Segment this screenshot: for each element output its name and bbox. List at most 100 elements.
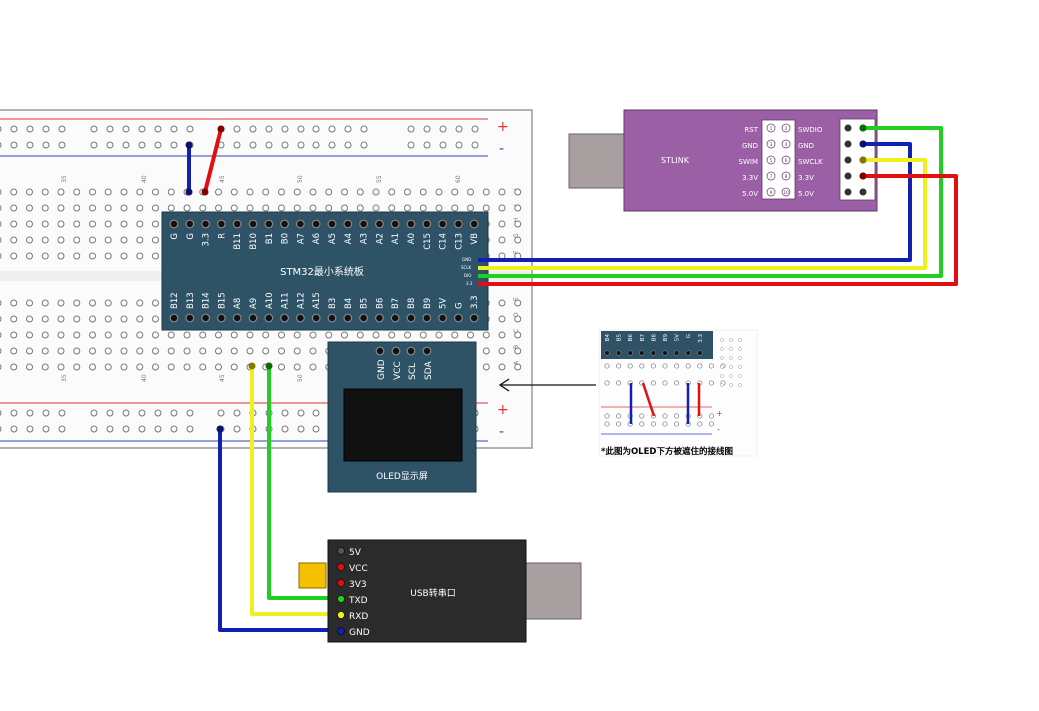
breadboard-hole	[183, 204, 191, 212]
breadboard-hole	[41, 204, 49, 212]
usb-pin-rxd: RXD	[349, 612, 368, 622]
stlink-header-pin	[844, 140, 852, 148]
breadboard-hole	[293, 188, 301, 196]
breadboard-hole	[281, 425, 289, 433]
stlink-pin-number-ring	[766, 171, 776, 181]
stm32-pin-hole	[201, 313, 211, 323]
breadboard-hole	[435, 204, 443, 212]
breadboard-hole	[10, 331, 18, 339]
row-letter-g: G	[513, 233, 520, 238]
breadboard-hole	[297, 141, 305, 149]
breadboard-hole	[73, 236, 81, 244]
breadboard-hole	[514, 220, 522, 228]
inset-hole	[708, 413, 714, 419]
inset-hole	[708, 421, 714, 427]
stm32-bottom-pin-label: A15	[312, 292, 322, 309]
breadboard-hole	[136, 204, 144, 212]
inset-minus: -	[717, 425, 720, 434]
breadboard-hole	[249, 125, 257, 133]
breadboard-hole	[423, 125, 431, 133]
breadboard-hole	[167, 363, 175, 371]
breadboard-hole	[262, 204, 270, 212]
stlink-pin-label-box	[761, 119, 796, 200]
stlink-pin-number: 2	[785, 126, 788, 132]
breadboard-hole	[138, 409, 146, 417]
breadboard-hole	[514, 236, 522, 244]
breadboard-hole	[26, 347, 33, 355]
inset-hole	[639, 413, 645, 419]
breadboard-hole	[104, 331, 112, 339]
stm32-pin-hole	[390, 219, 400, 229]
stm32-top-pin-label: A4	[344, 233, 354, 244]
col-number-45-bottom: 45	[219, 374, 226, 382]
row-letter-h: H	[513, 217, 520, 222]
breadboard-hole	[439, 141, 447, 149]
breadboard-hole	[199, 347, 207, 355]
col-number-35-bottom: 35	[61, 374, 68, 382]
usb-serial-jumper	[298, 562, 327, 589]
stlink-pin-number-ring	[766, 187, 776, 197]
breadboard-hole	[514, 331, 522, 339]
breadboard-hole	[90, 141, 98, 149]
breadboard-hole	[372, 188, 380, 196]
breadboard-hole	[498, 363, 506, 371]
breadboard-hole	[120, 236, 128, 244]
breadboard-hole	[0, 237, 2, 243]
stlink-pin-number: 8	[785, 174, 788, 180]
breadboard-hole	[89, 299, 96, 307]
breadboard-hole	[90, 409, 98, 417]
stm32-pin-hole	[359, 219, 369, 229]
breadboard-hole	[262, 188, 270, 196]
breadboard-hole	[104, 188, 112, 196]
breadboard-hole	[120, 331, 128, 339]
inset-pin-label: B5	[617, 334, 623, 342]
breadboard-hole	[199, 204, 207, 212]
inset-hole	[720, 365, 724, 369]
stm32-pin-hole	[201, 219, 211, 229]
inset-pin-hole	[662, 350, 668, 356]
wire-green-swdio	[478, 126, 943, 278]
usb-serial-adapter: 5V VCC 3V3 TXD RXD GND USB转串口	[298, 539, 582, 643]
breadboard-hole	[26, 188, 33, 196]
breadboard-hole	[186, 409, 194, 417]
breadboard-hole	[356, 331, 364, 339]
breadboard-hole	[152, 236, 159, 244]
breadboard-hole	[41, 252, 49, 260]
stm32-top-pin-label: G	[186, 233, 196, 240]
stlink-pin-number-ring	[766, 139, 776, 149]
inset-hole	[685, 363, 691, 369]
wire-end	[859, 172, 867, 180]
breadboard-hole	[309, 347, 317, 355]
col-number-35-top: 35	[61, 175, 68, 183]
breadboard-hole	[57, 236, 65, 244]
inset-hole	[729, 365, 733, 369]
stlink-pin-number-ring	[766, 123, 776, 133]
stm32-pin-hole	[406, 219, 416, 229]
breadboard-hole	[73, 188, 81, 196]
inset-caption: *此图为OLED下方被遮住的接线图	[601, 446, 733, 457]
stm32-pin-hole	[296, 313, 305, 323]
breadboard-hole	[57, 299, 65, 307]
breadboard-hole	[41, 315, 49, 323]
wire-red-3v3	[478, 174, 958, 286]
inset-hole	[708, 380, 714, 386]
breadboard-hole	[482, 347, 490, 355]
breadboard-hole	[106, 425, 114, 433]
stm32-pin-hole	[264, 313, 274, 323]
breadboard-hole	[344, 125, 352, 133]
stm32-pin-hole	[311, 313, 321, 323]
breadboard-hole	[10, 347, 18, 355]
oled-pin-vcc: VCC	[393, 361, 403, 380]
stm32-pin-hole	[438, 219, 448, 229]
stm32-bottom-pin-label: 3.3	[470, 295, 480, 309]
breadboard-hole	[312, 125, 320, 133]
col-number-50-bottom: 50	[297, 374, 304, 382]
breadboard-hole	[0, 426, 2, 432]
breadboard-hole	[230, 363, 238, 371]
stlink-header-pin	[844, 124, 852, 132]
inset-pin-hole	[650, 350, 657, 356]
breadboard-hole	[26, 299, 33, 307]
breadboard-hole	[138, 425, 146, 433]
